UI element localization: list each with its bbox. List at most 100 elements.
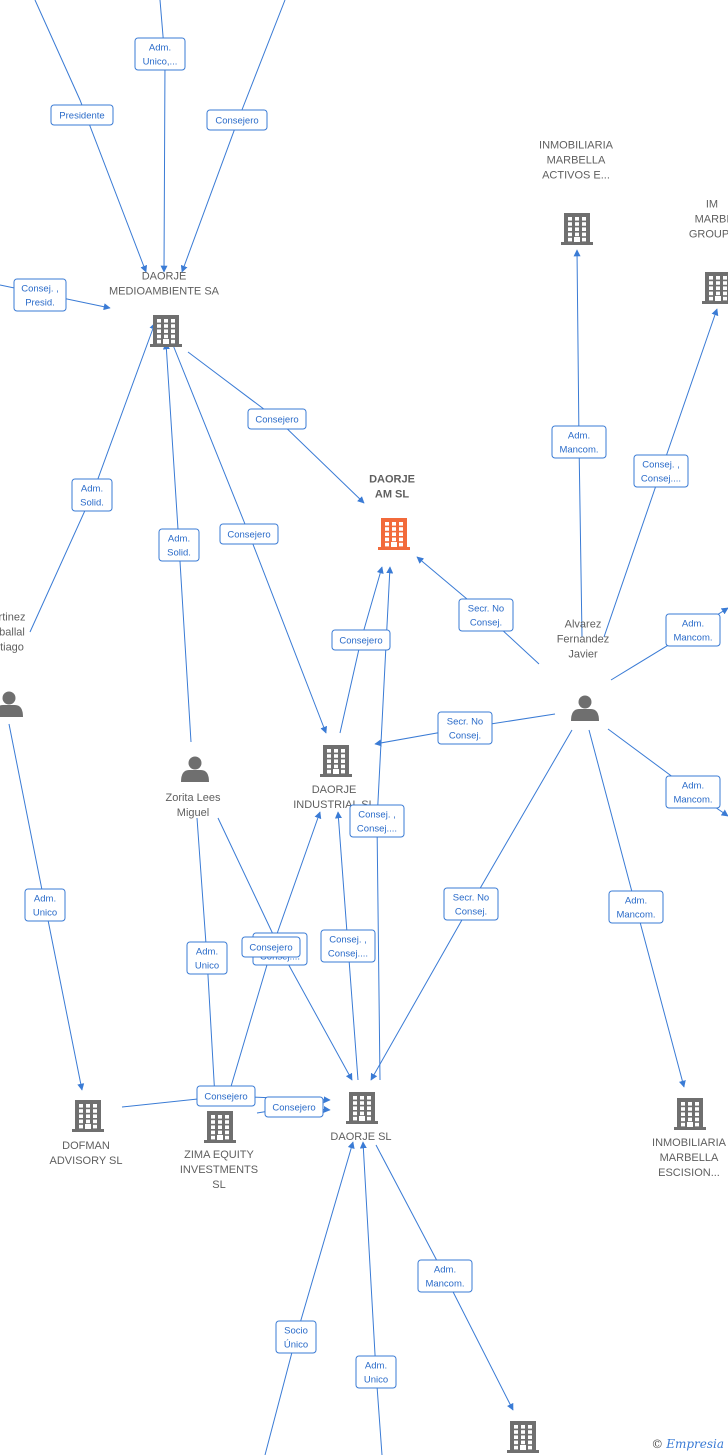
edge-label-text: Único	[284, 1340, 308, 1351]
edge-label-box[interactable]	[206, 109, 268, 131]
edge-label-e5[interactable]: Consejero	[247, 408, 307, 430]
edge-label-box[interactable]	[331, 629, 391, 651]
person-icon	[181, 756, 209, 782]
edge-label-e17[interactable]: Adm.Unico	[24, 888, 66, 922]
edge-label-box[interactable]	[458, 598, 514, 632]
edge-label-box[interactable]	[196, 1085, 256, 1107]
edge-label-e10[interactable]: Consej. ,Consej....	[633, 454, 689, 488]
edge-label-box[interactable]	[24, 888, 66, 922]
node-escision[interactable]: INMOBILIARIAMARBELLAESCISION...	[652, 1098, 727, 1179]
edge-label-e1[interactable]: Presidente	[50, 104, 114, 126]
edge-label-e25[interactable]: Consejero	[264, 1096, 324, 1118]
node-label: DAORJE	[312, 784, 357, 796]
node-label: ballal	[0, 627, 25, 639]
edge-label-e16[interactable]: Adm.Mancom.	[665, 775, 721, 809]
edge-label-box[interactable]	[50, 104, 114, 126]
edge-label-text: Adm.	[34, 894, 56, 905]
node-label: GROUP I	[689, 229, 728, 241]
edge-label-box[interactable]	[219, 523, 279, 545]
node-label: SL	[212, 1179, 225, 1191]
node-bottom[interactable]	[507, 1421, 539, 1453]
node-label: INMOBILIARIA	[652, 1137, 727, 1149]
node-label: Miguel	[177, 807, 209, 819]
edge-label-box[interactable]	[158, 528, 200, 562]
edge-label-e26[interactable]: Adm.Mancom.	[417, 1259, 473, 1293]
edge-label-box[interactable]	[241, 936, 301, 958]
edge-label-e12[interactable]: Adm.Mancom.	[665, 613, 721, 647]
edge-label-box[interactable]	[71, 478, 113, 512]
edge-label-e6[interactable]: Adm.Solid.	[71, 478, 113, 512]
building-icon	[378, 518, 410, 550]
edge-label-text: Adm.	[682, 781, 704, 792]
edge-label-box[interactable]	[13, 278, 67, 312]
edge-label-e11[interactable]: Secr. No Consej.	[458, 598, 514, 632]
edge-label-e19[interactable]: Adm.Mancom.	[608, 890, 664, 924]
edge-label-box[interactable]	[320, 929, 376, 963]
edge-label-e9[interactable]: Adm.Mancom.	[551, 425, 607, 459]
edge-label-text: Mancom.	[425, 1279, 464, 1290]
node-daorjesl[interactable]: DAORJE SL	[330, 1092, 392, 1143]
edge-label-e13[interactable]: Consejero	[331, 629, 391, 651]
edge-label-box[interactable]	[608, 890, 664, 924]
edge-label-e8[interactable]: Consejero	[219, 523, 279, 545]
edge-label-e22[interactable]: Consejero	[241, 936, 301, 958]
edge-label-e15[interactable]: Consej. ,Consej....	[349, 804, 405, 838]
edge-label-box[interactable]	[633, 454, 689, 488]
building-icon	[204, 1111, 236, 1143]
edge-label-e3[interactable]: Consejero	[206, 109, 268, 131]
node-label: INVESTMENTS	[180, 1164, 258, 1176]
edge-label-text: Secr. No	[468, 604, 504, 615]
edge-label-box[interactable]	[186, 941, 228, 975]
node-label: rtinez	[0, 612, 25, 624]
brand-footer[interactable]: ©Empresia	[651, 1437, 724, 1451]
edge-label-box[interactable]	[275, 1320, 317, 1354]
edge-label-box[interactable]	[134, 37, 186, 71]
edge-label-text: Consejero	[215, 116, 258, 127]
edge-label-box[interactable]	[349, 804, 405, 838]
edge-label-e28[interactable]: Adm.Unico	[355, 1355, 397, 1389]
edge-label-e7[interactable]: Adm.Solid.	[158, 528, 200, 562]
building-icon	[507, 1421, 539, 1453]
node-label: MARBELLA	[660, 1152, 719, 1164]
edge-label-text: Secr. No	[453, 893, 489, 904]
edge-label-box[interactable]	[665, 775, 721, 809]
edge-label-box[interactable]	[264, 1096, 324, 1118]
edge-label-box[interactable]	[437, 711, 493, 745]
edge-label-box[interactable]	[443, 887, 499, 921]
edge-label-box[interactable]	[551, 425, 607, 459]
edge-label-e4[interactable]: Consej. ,Presid.	[13, 278, 67, 312]
node-label: MARBELLA	[547, 155, 606, 167]
edge-label-text: Mancom.	[616, 910, 655, 921]
edge-label-text: Consej.	[470, 618, 502, 629]
edge-label-e20[interactable]: Adm.Unico	[186, 941, 228, 975]
node-label: Javier	[568, 649, 598, 661]
building-icon	[674, 1098, 706, 1130]
edge-label-box[interactable]	[665, 613, 721, 647]
node-label: Fernandez	[557, 634, 610, 646]
node-label: DAORJE SL	[330, 1131, 391, 1143]
edge-label-box[interactable]	[355, 1355, 397, 1389]
edge-label-e24[interactable]: Consejero	[196, 1085, 256, 1107]
edge-label-box[interactable]	[247, 408, 307, 430]
edge-label-box[interactable]	[417, 1259, 473, 1293]
edge-line-e28	[359, 1141, 383, 1455]
edge-label-e2[interactable]: Adm.Unico,...	[134, 37, 186, 71]
edge-label-e23[interactable]: Consej. ,Consej....	[320, 929, 376, 963]
node-label: Alvarez	[565, 619, 602, 631]
